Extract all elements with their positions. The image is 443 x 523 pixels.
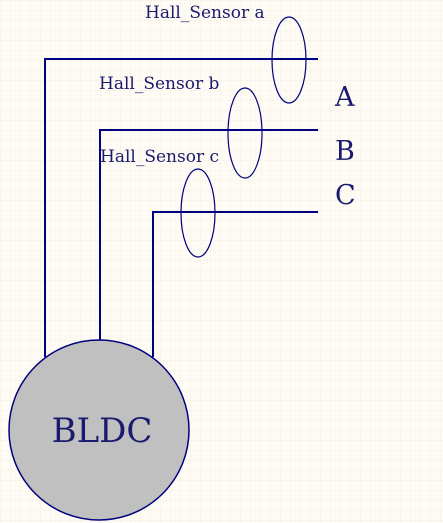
hall-sensor-a-symbol[interactable] (271, 16, 307, 104)
wire-phase-a (44, 58, 318, 357)
phase-c-label: C (335, 180, 356, 211)
hall-sensor-b-symbol[interactable] (227, 87, 263, 179)
bldc-motor[interactable] (8, 339, 190, 521)
hall-sensor-b-label: Hall_Sensor b (99, 74, 219, 94)
phase-a-label: A (334, 82, 355, 113)
phase-b-label: B (335, 136, 355, 167)
wire-phase-b (99, 129, 318, 340)
hall-sensor-c-label: Hall_Sensor c (100, 147, 219, 167)
wire-phase-c (152, 211, 318, 357)
hall-sensor-c-symbol[interactable] (180, 168, 216, 258)
hall-sensor-a-label: Hall_Sensor a (145, 3, 265, 23)
bldc-motor-label: BLDC (52, 411, 153, 451)
